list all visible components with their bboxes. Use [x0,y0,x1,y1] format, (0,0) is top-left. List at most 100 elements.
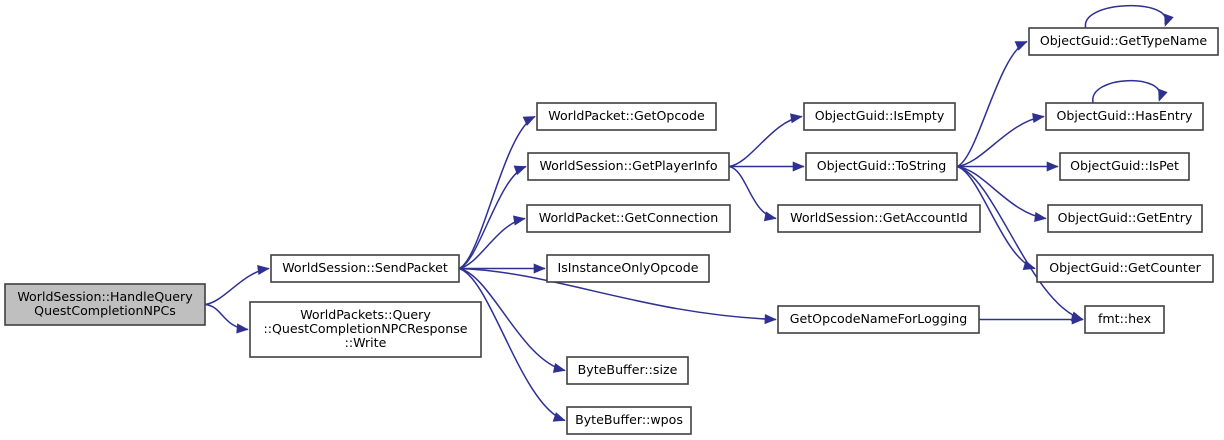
node-label: ObjectGuid::ToString [817,158,947,173]
edge-tostring-to-getentry [956,165,1047,222]
edge-arrowhead [512,215,526,226]
edge-arrowhead [1071,314,1084,325]
edge-arrowhead [764,314,777,325]
edge-arrowhead [236,323,249,334]
node-bb-size[interactable]: ByteBuffer::size [566,356,689,385]
node-box[interactable] [1059,152,1190,181]
node-label: WorldPackets::Query [300,307,431,322]
edge-self-loop [1084,4,1167,29]
edge-tostring-to-hasentry [956,113,1045,168]
edge-getplayerinfo-to-isempty [728,113,803,168]
node-getcounter[interactable]: ObjectGuid::GetCounter [1036,254,1214,283]
node-label: ObjectGuid::GetTypeName [1040,33,1208,48]
node-isinstanceonly[interactable]: IsInstanceOnlyOpcode [546,254,710,283]
node-isempty[interactable]: ObjectGuid::IsEmpty [803,102,956,131]
node-label: ByteBuffer::size [578,362,678,377]
edge-arrowhead [790,113,803,124]
node-label: ::QuestCompletionNPCResponse [263,321,467,336]
edge-line [728,115,803,168]
node-box[interactable] [777,204,981,233]
edge-arrowhead [513,165,527,176]
edge-sendpacket-to-opcodename [458,267,777,325]
node-ispet[interactable]: ObjectGuid::IsPet [1059,152,1190,181]
node-sendpacket[interactable]: WorldSession::SendPacket [270,254,460,283]
edge-arrowhead [1014,41,1028,51]
node-bb-wpos[interactable]: ByteBuffer::wpos [566,406,692,435]
node-label: QuestCompletionNPCs [34,303,176,318]
node-box[interactable] [249,301,482,358]
node-fmthex[interactable]: fmt::hex [1084,305,1165,334]
node-box[interactable] [4,283,206,326]
node-box[interactable] [803,102,956,131]
node-getopcode[interactable]: WorldPacket::GetOpcode [536,102,717,131]
node-handle[interactable]: WorldSession::HandleQueryQuestCompletion… [4,283,206,326]
edge-line [458,267,566,422]
node-label: WorldSession::GetAccountId [790,210,968,225]
edge-sendpacket-to-getconnection [458,215,526,270]
edge-tostring-to-gettypename [956,40,1028,168]
edge-arrowhead [552,412,566,422]
edge-tostring-to-ispet [956,161,1059,172]
node-getconnection[interactable]: WorldPacket::GetConnection [526,204,731,233]
node-box[interactable] [566,356,689,385]
node-label: WorldSession::HandleQuery [17,289,193,304]
node-box[interactable] [527,152,730,181]
edge-line [458,267,566,372]
node-box[interactable] [1084,305,1165,334]
edge-arrowhead [257,264,270,276]
edge-opcodename-to-fmthex [978,314,1084,325]
edge-line [956,165,1036,270]
node-gettypename[interactable]: ObjectGuid::GetTypeName [1028,27,1219,56]
edge-arrowhead [763,211,777,222]
node-response-write[interactable]: WorldPackets::Query::QuestCompletionNPCR… [249,301,482,358]
edge-arrowhead [1158,88,1168,102]
edge-sendpacket-to-bb-size [458,267,566,373]
nodes-layer: WorldSession::HandleQueryQuestCompletion… [4,27,1219,435]
node-tostring[interactable]: ObjectGuid::ToString [805,152,958,181]
edge-line [728,165,777,220]
edge-arrowhead [533,263,546,274]
edge-getplayerinfo-to-getaccountid [728,165,777,222]
edge-self-loop [1092,80,1161,104]
node-label: ObjectGuid::IsEmpty [815,108,945,123]
edge-handle-to-sendpacket [204,264,270,306]
node-box[interactable] [546,254,710,283]
node-label: GetOpcodeNameForLogging [790,311,968,326]
edge-line [956,165,1047,220]
edge-tostring-to-fmthex [956,165,1084,322]
node-label: fmt::hex [1098,311,1152,326]
node-box[interactable] [1045,102,1204,131]
edge-arrowhead [1164,13,1174,27]
edge-arrowhead [792,161,805,172]
edge-line [956,40,1028,168]
node-label: IsInstanceOnlyOpcode [558,260,699,275]
edge-hasentry-to-hasentry [1092,80,1168,104]
edge-gettypename-to-gettypename [1084,4,1174,29]
node-label: ObjectGuid::GetEntry [1058,210,1193,225]
node-label: ObjectGuid::HasEntry [1057,108,1194,123]
edge-arrowhead [1032,113,1045,124]
node-box[interactable] [1028,27,1219,56]
edge-line [956,115,1045,168]
node-box[interactable] [526,204,731,233]
node-opcodename[interactable]: GetOpcodeNameForLogging [777,305,980,334]
node-box[interactable] [536,102,717,131]
node-box[interactable] [566,406,692,435]
edge-handle-to-response-write [204,303,249,334]
node-label: WorldSession::GetPlayerInfo [539,158,717,173]
node-hasentry[interactable]: ObjectGuid::HasEntry [1045,102,1204,131]
node-label: ObjectGuid::IsPet [1070,158,1179,173]
node-box[interactable] [270,254,460,283]
edge-line [458,267,777,321]
node-box[interactable] [1047,204,1203,233]
edge-getplayerinfo-to-tostring [728,161,805,172]
edge-sendpacket-to-bb-wpos [458,267,566,422]
node-getentry[interactable]: ObjectGuid::GetEntry [1047,204,1203,233]
node-getaccountid[interactable]: WorldSession::GetAccountId [777,204,981,233]
node-label: WorldPacket::GetConnection [539,210,718,225]
node-box[interactable] [1036,254,1214,283]
node-getplayerinfo[interactable]: WorldSession::GetPlayerInfo [527,152,730,181]
node-box[interactable] [777,305,980,334]
node-box[interactable] [805,152,958,181]
